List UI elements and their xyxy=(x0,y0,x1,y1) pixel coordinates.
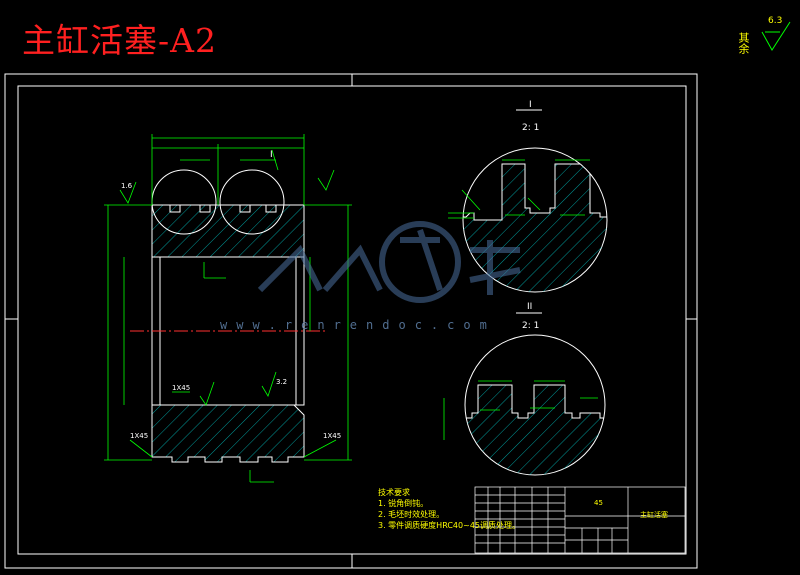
lower-section-hatch xyxy=(151,404,305,463)
detail-ii-scale: 2: 1 xyxy=(522,321,540,331)
detail-i-id: I xyxy=(529,100,532,110)
detail-view-ii xyxy=(443,312,606,476)
roughness-symbol xyxy=(761,21,791,51)
detail-ii-id: II xyxy=(527,302,533,312)
roughness-a: 3.2 xyxy=(276,378,288,386)
chamfer-left: 1X45 xyxy=(130,432,149,440)
main-view xyxy=(104,134,352,483)
chamfer-top: 1X45 xyxy=(172,384,191,392)
detail-i-scale: 2: 1 xyxy=(522,123,540,133)
tech-notes-heading: 技术要求 xyxy=(378,488,410,497)
watermark-logo xyxy=(257,221,521,303)
title-block-part-name: 主缸活塞 xyxy=(640,511,668,519)
roughness-value: 6.3 xyxy=(768,16,783,26)
outer-frame xyxy=(4,73,698,569)
drawing-title: 主缸活塞-A2 xyxy=(22,21,217,60)
title-block-material: 45 xyxy=(594,499,603,507)
detail-view-i xyxy=(448,109,608,293)
tech-note-3: 3. 零件调质硬度HRC40~45调质处理。 xyxy=(378,521,520,530)
roughness-other-label: 其余 xyxy=(737,32,750,54)
watermark-text: www.renrendoc.com xyxy=(220,318,496,332)
upper-section-hatch xyxy=(151,204,305,258)
detail-circle-b xyxy=(219,169,285,235)
chamfer-right: 1X45 xyxy=(323,432,342,440)
tech-note-2: 2. 毛坯时效处理。 xyxy=(378,510,445,519)
roughness-b: 1.6 xyxy=(121,182,133,190)
title-block xyxy=(474,486,686,554)
tech-note-1: 1. 锐角倒钝。 xyxy=(378,499,429,508)
tech-notes: 技术要求 1. 锐角倒钝。 2. 毛坯时效处理。 3. 零件调质硬度HRC40~… xyxy=(378,487,520,531)
main-view-marker-i: I xyxy=(270,150,273,160)
